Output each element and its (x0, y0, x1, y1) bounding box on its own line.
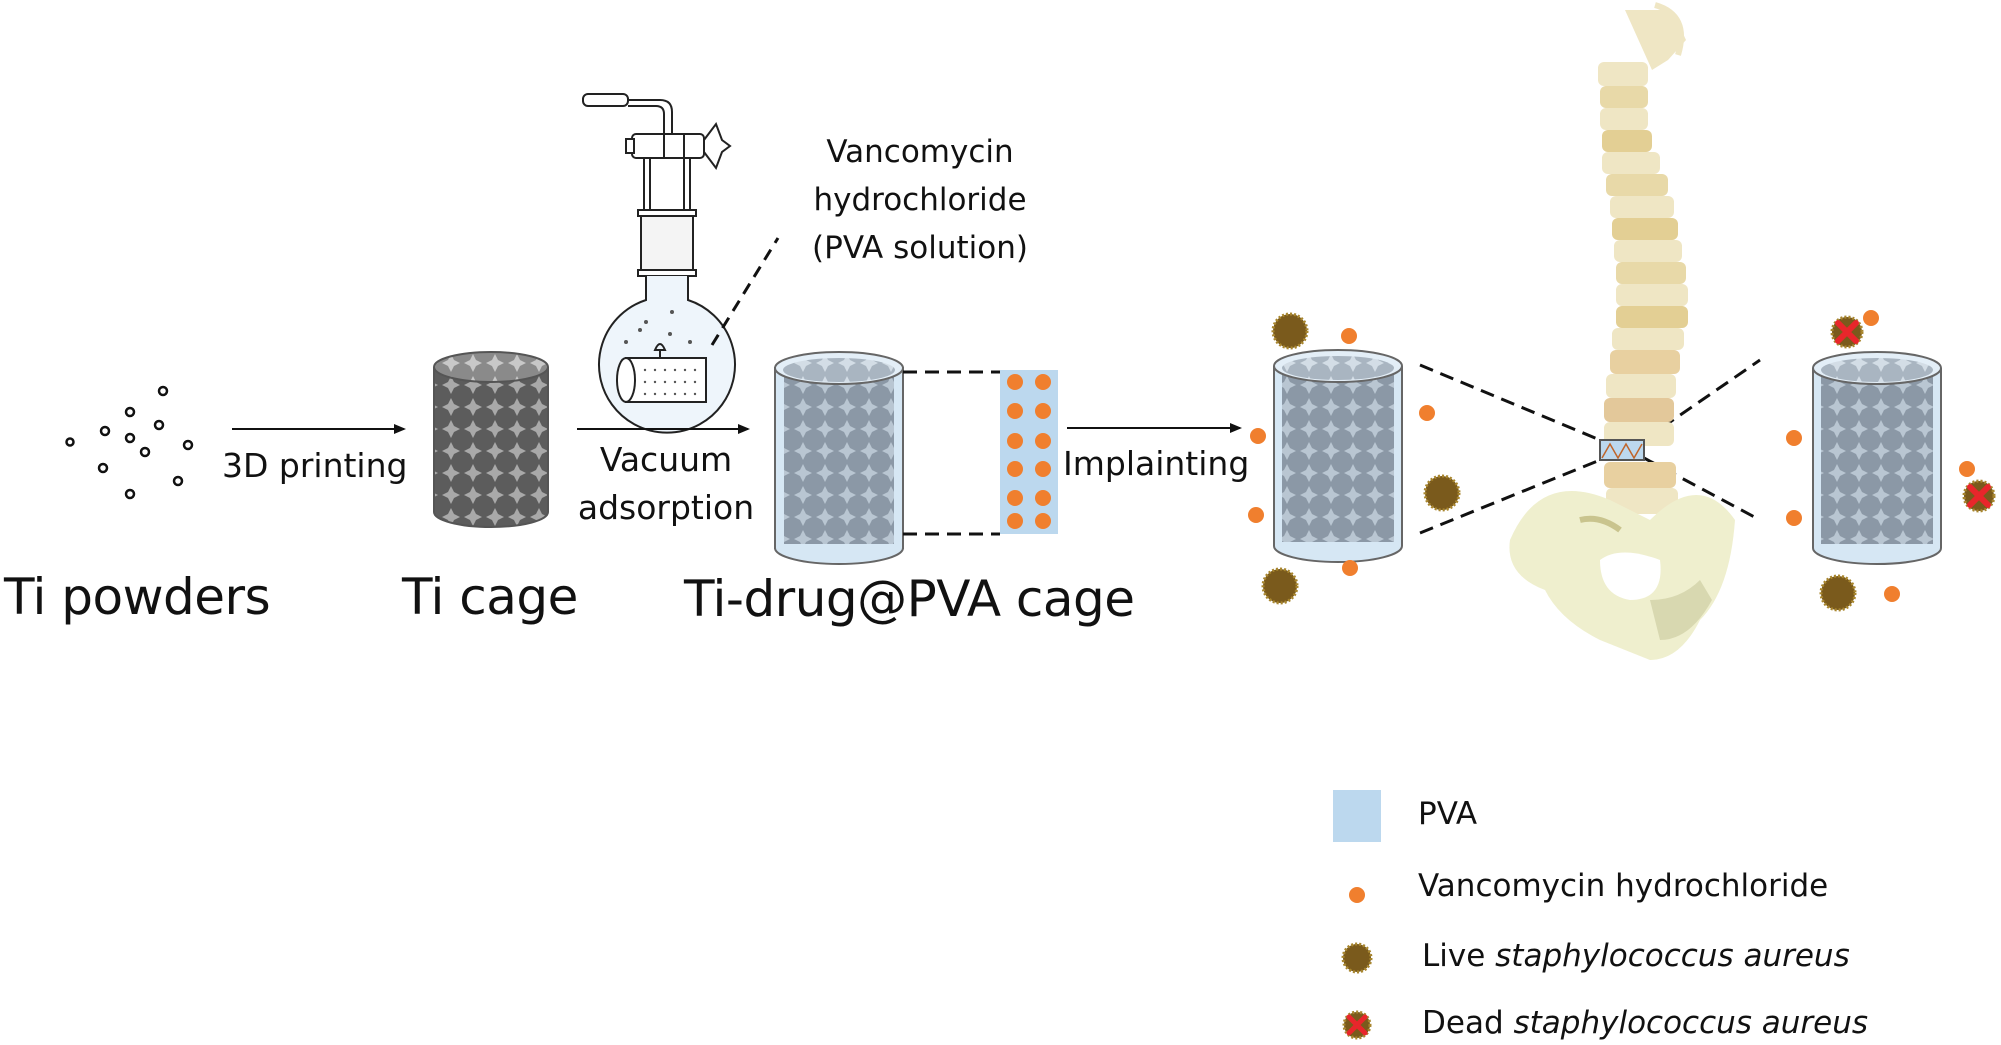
stage-label-ti-cage: Ti cage (402, 568, 578, 626)
step-label-vacuum-adsorption: Vacuum adsorption (566, 436, 766, 532)
implanted-cage-with-dead-bacteria (1812, 351, 1942, 565)
callout-line-3: (PVA solution) (812, 230, 1028, 266)
flask-particles (624, 310, 697, 396)
callout-leader-line (710, 237, 780, 346)
ti-drug-pva-cage-illustration (774, 351, 904, 565)
legend-dead-species: staphylococcus aureus (1513, 1005, 1869, 1041)
callout-vancomycin-pva-solution: Vancomycin hydrochloride (PVA solution) (795, 128, 1045, 272)
legend-pva-swatch (1333, 790, 1381, 842)
legend-live-bacteria-icon (1341, 942, 1373, 974)
ti-powder-particles (65, 385, 194, 500)
legend-dead-bacteria-icon (1342, 1010, 1372, 1040)
drug-particles-right (1786, 310, 1975, 602)
callout-line-1: Vancomycin (826, 134, 1014, 170)
legend-dead-prefix: Dead (1422, 1005, 1514, 1041)
drug-particles-left (1248, 328, 1435, 576)
legend-label-pva: PVA (1418, 796, 1478, 832)
legend-live-species: staphylococcus aureus (1495, 938, 1850, 974)
legend-live-prefix: Live (1422, 938, 1496, 974)
pva-drug-detail-strip (1000, 370, 1058, 534)
step-label-implanting: Implainting (1063, 444, 1250, 483)
legend-label-dead-bacteria: Dead staphylococcus aureus (1422, 1005, 1868, 1041)
dead-bacteria-right (1830, 315, 1996, 513)
stage-label-ti-drug-pva-cage: Ti-drug@PVA cage (684, 570, 1135, 628)
legend-label-live-bacteria: Live staphylococcus aureus (1422, 938, 1850, 974)
vacuum-flask-illustration (582, 93, 736, 434)
live-bacteria-right (1819, 574, 1857, 612)
step-label-adsorption: adsorption (577, 488, 755, 527)
live-bacteria-left (1261, 312, 1461, 605)
spine-illustration (1509, 2, 1735, 660)
stage-label-ti-powders: Ti powders (4, 568, 271, 626)
ti-cage-illustration (433, 351, 549, 528)
step-label-vacuum: Vacuum (599, 440, 733, 479)
step-label-3d-printing: 3D printing (222, 446, 408, 485)
legend-vancomycin-dot (1349, 887, 1365, 903)
callout-line-2: hydrochloride (813, 182, 1027, 218)
implanted-cage-with-live-bacteria (1273, 349, 1403, 563)
legend-label-vancomycin: Vancomycin hydrochloride (1418, 868, 1829, 904)
